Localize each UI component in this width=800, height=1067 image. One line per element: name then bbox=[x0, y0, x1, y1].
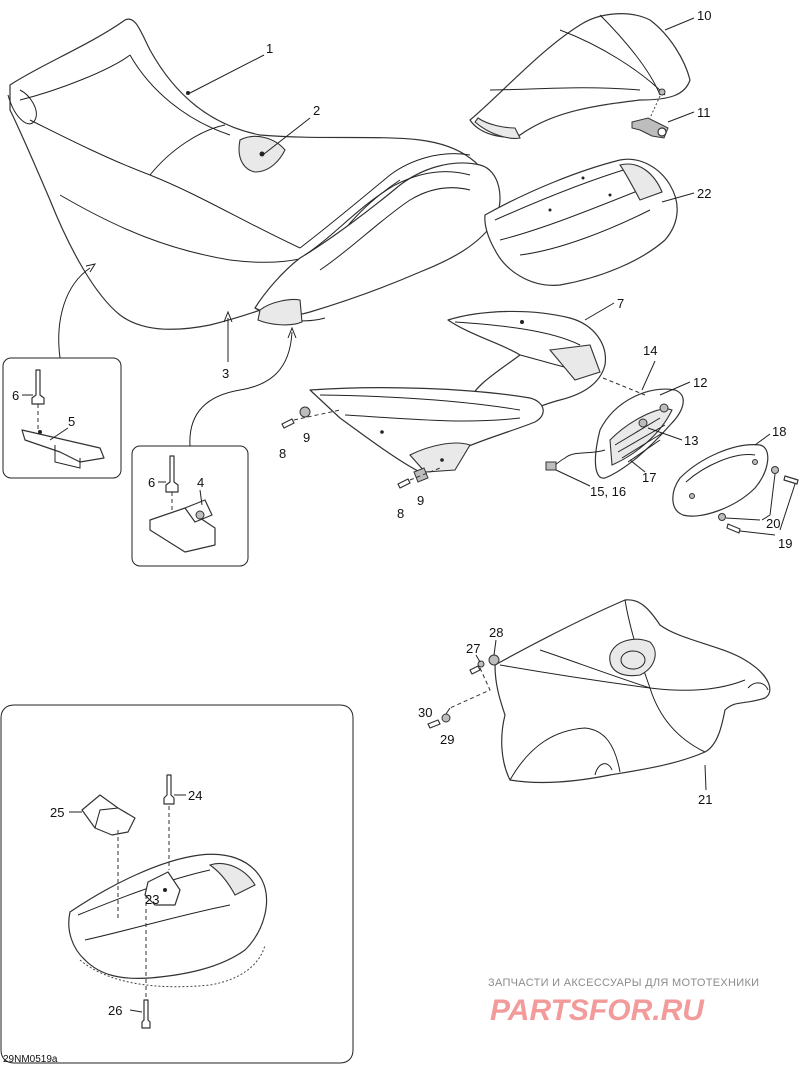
storage-tray-part-22 bbox=[484, 158, 678, 286]
callout-28: 28 bbox=[489, 625, 503, 640]
connector-15-16 bbox=[545, 461, 557, 471]
callout-19: 19 bbox=[778, 536, 792, 551]
callout-1: 1 bbox=[266, 41, 273, 56]
fastener-group-upper bbox=[281, 406, 341, 429]
callout-10: 10 bbox=[697, 8, 711, 23]
callout-12: 12 bbox=[693, 375, 707, 390]
taillight-housing-part-12 bbox=[594, 388, 684, 479]
callout-3: 3 bbox=[222, 366, 229, 381]
callout-15-16: 15, 16 bbox=[590, 484, 626, 499]
callout-11: 11 bbox=[697, 105, 711, 120]
callout-27: 27 bbox=[466, 641, 480, 656]
callout-8b: 8 bbox=[397, 506, 404, 521]
callout-26: 26 bbox=[108, 1003, 122, 1018]
fasteners-19-20 bbox=[718, 466, 799, 534]
inset-box-bracket-4 bbox=[131, 326, 297, 567]
taillight-lens-part-18 bbox=[672, 444, 769, 517]
callout-21: 21 bbox=[698, 792, 712, 807]
cover-part-10 bbox=[469, 13, 691, 139]
callout-14: 14 bbox=[643, 343, 657, 358]
callout-24: 24 bbox=[188, 788, 202, 803]
callout-25: 25 bbox=[50, 805, 64, 820]
callout-7: 7 bbox=[617, 296, 624, 311]
callout-18: 18 bbox=[772, 424, 786, 439]
inset-box-bracket-5 bbox=[2, 263, 122, 479]
callout-23: 23 bbox=[145, 892, 159, 907]
watermark-logo: PARTSFOR.RU bbox=[490, 994, 705, 1027]
callout-9a: 9 bbox=[303, 430, 310, 445]
callout-20: 20 bbox=[766, 516, 780, 531]
watermark: ЗАПЧАСТИ И АКСЕССУАРЫ ДЛЯ МОТОТЕХНИКИ PA… bbox=[488, 977, 759, 1027]
fastener-group-lower bbox=[397, 467, 441, 489]
watermark-tagline: ЗАПЧАСТИ И АКСЕССУАРЫ ДЛЯ МОТОТЕХНИКИ bbox=[488, 977, 759, 989]
callout-22: 22 bbox=[697, 186, 711, 201]
callout-6b: 6 bbox=[148, 475, 155, 490]
inset-box-lower-tray bbox=[0, 704, 354, 1064]
callout-9b: 9 bbox=[417, 493, 424, 508]
seat-part bbox=[7, 18, 501, 330]
callout-13: 13 bbox=[684, 433, 698, 448]
side-trim-panel bbox=[309, 387, 544, 474]
latch-part-11 bbox=[631, 117, 669, 139]
callout-6a: 6 bbox=[12, 388, 19, 403]
rear-cover-part-21 bbox=[494, 599, 771, 784]
callout-8a: 8 bbox=[279, 446, 286, 461]
callout-30: 30 bbox=[418, 705, 432, 720]
callout-4: 4 bbox=[197, 475, 204, 490]
drawing-code: 29NM0519a bbox=[3, 1054, 58, 1065]
callout-29: 29 bbox=[440, 732, 454, 747]
callout-5: 5 bbox=[68, 414, 75, 429]
callout-2: 2 bbox=[313, 103, 320, 118]
callout-17: 17 bbox=[642, 470, 656, 485]
